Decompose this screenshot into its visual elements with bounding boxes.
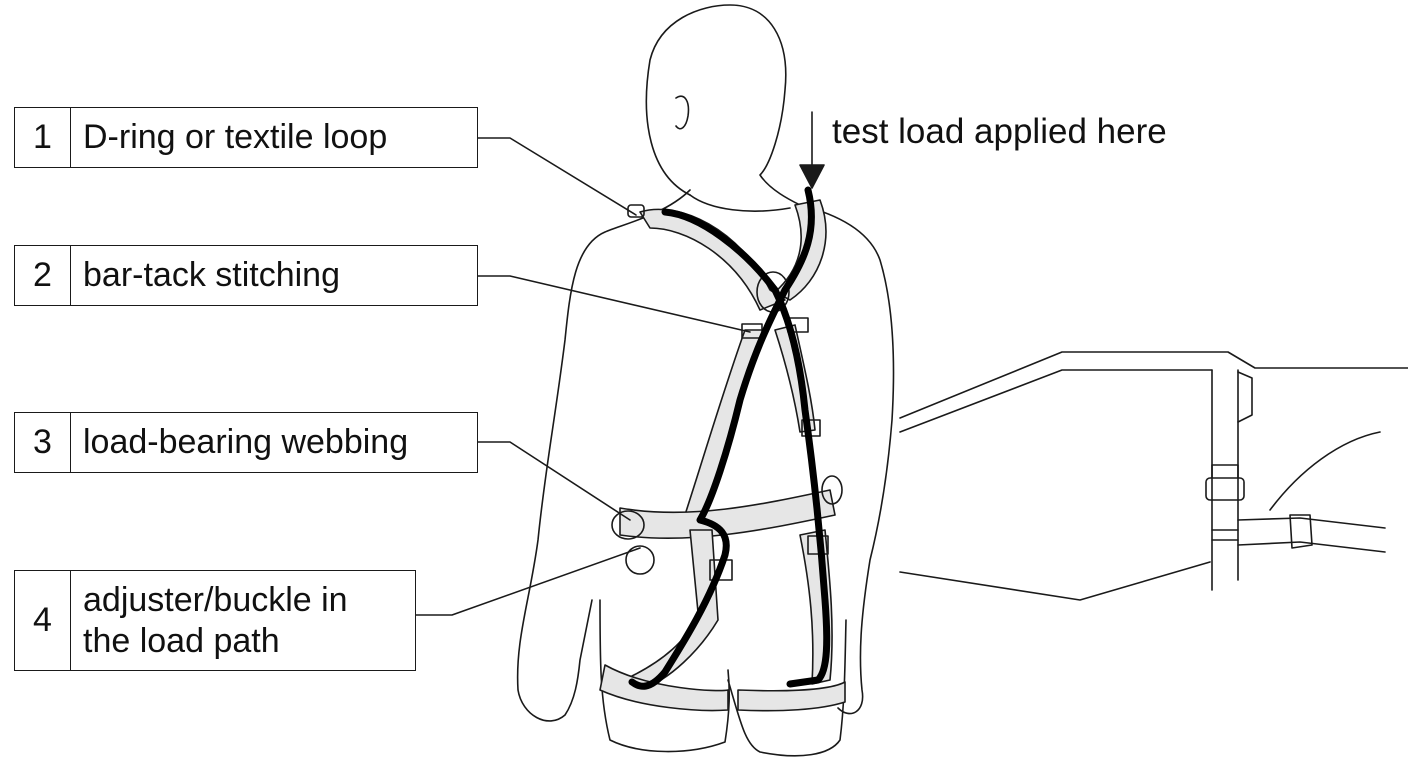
callout-label: bar-tack stitching [83,256,340,295]
leader-line-1 [477,137,637,216]
callout-label: load-bearing webbing [83,423,409,462]
leader-lines [415,137,751,616]
side-d-ring-right [821,475,843,505]
load-annotation: test load applied here [832,112,1167,151]
leader-line-4 [415,547,641,616]
callout-number: 4 [15,571,71,670]
load-path-line-2 [661,208,831,688]
load-path-line [628,186,815,690]
leader-line-3 [477,441,631,521]
lanyard-line [899,561,1211,601]
callout-number: 3 [15,413,71,472]
callout-label: adjuster/buckle in the load path [83,581,348,660]
load-arrow [799,111,825,189]
side-d-ring-left [611,510,645,540]
callout-1: 1 D-ring or textile loop [14,107,478,168]
callout-number: 1 [15,108,71,167]
leader-line-2 [477,275,751,333]
callout-3: 3 load-bearing webbing [14,412,478,473]
callout-4: 4 adjuster/buckle in the load path [14,570,416,671]
anchor-rig [899,351,1408,591]
human-figure [516,4,895,757]
callout-label: D-ring or textile loop [83,118,388,157]
callout-2: 2 bar-tack stitching [14,245,478,306]
callout-number: 2 [15,246,71,305]
